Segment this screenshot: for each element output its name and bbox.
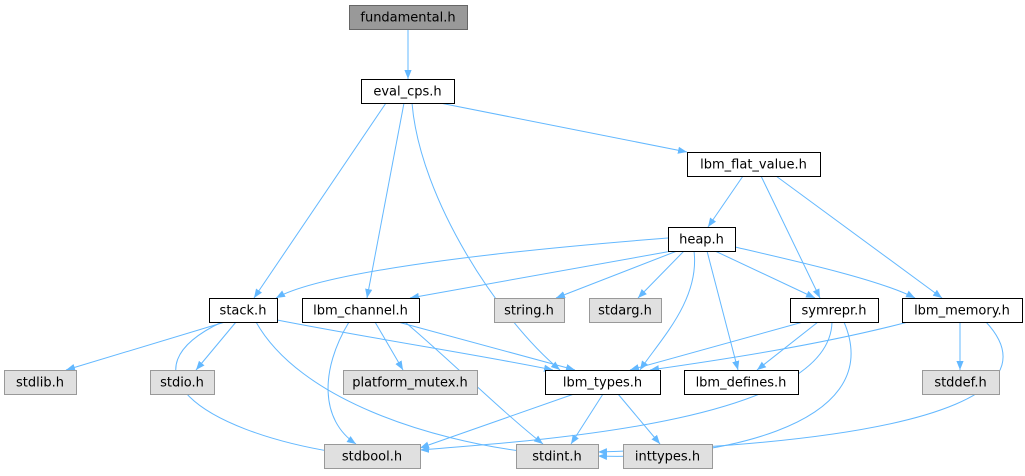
node-stdlib: stdlib.h bbox=[4, 370, 77, 395]
node-inttypes: inttypes.h bbox=[623, 444, 713, 469]
node-label: lbm_flat_value.h bbox=[700, 158, 807, 173]
node-label: lbm_channel.h bbox=[313, 304, 408, 319]
node-lbm_defines[interactable]: lbm_defines.h bbox=[684, 370, 799, 395]
node-box bbox=[150, 370, 215, 395]
node-lbm_channel[interactable]: lbm_channel.h bbox=[302, 298, 420, 323]
node-box bbox=[545, 370, 661, 395]
edge-heap-to-string bbox=[555, 250, 678, 299]
node-box bbox=[343, 370, 478, 395]
edge-heap-to-stack bbox=[275, 237, 669, 299]
node-box bbox=[790, 298, 879, 323]
nodes-layer: fundamental.h eval_cps.h lbm_flat_value.hh… bbox=[4, 5, 1023, 469]
node-box bbox=[623, 444, 713, 469]
edge-symrepr-to-lbm_defines bbox=[756, 321, 819, 371]
edge-heap-to-lbm_channel bbox=[409, 250, 673, 300]
node-heap[interactable]: heap.h bbox=[668, 227, 736, 252]
node-box bbox=[902, 298, 1023, 323]
edge-eval_cps-to-stack bbox=[253, 102, 387, 299]
edge-lbm_flat_value-to-heap bbox=[707, 175, 744, 228]
node-box bbox=[494, 298, 565, 323]
node-label: lbm_types.h bbox=[563, 376, 642, 391]
node-stack[interactable]: stack.h bbox=[209, 298, 278, 323]
node-box bbox=[668, 227, 736, 252]
edge-heap-to-symrepr bbox=[714, 250, 816, 299]
edge-stack-to-lbm_types bbox=[276, 319, 554, 372]
edge-lbm_types-to-stdbool bbox=[419, 393, 575, 449]
edge-stack-to-stdio bbox=[195, 321, 237, 371]
edge-heap-to-lbm_defines bbox=[706, 250, 740, 371]
node-box bbox=[684, 370, 799, 395]
node-label: stack.h bbox=[220, 304, 267, 319]
node-label: stdlib.h bbox=[16, 376, 64, 391]
node-lbm_types[interactable]: lbm_types.h bbox=[545, 370, 661, 395]
node-label: eval_cps.h bbox=[373, 85, 441, 100]
node-box bbox=[922, 370, 1000, 395]
node-fundamental[interactable]: fundamental.h bbox=[349, 5, 468, 30]
edge-heap-to-lbm_memory bbox=[734, 246, 916, 299]
edge-eval_cps-to-lbm_channel bbox=[365, 102, 405, 299]
node-box bbox=[324, 444, 421, 469]
node-label: string.h bbox=[504, 304, 554, 319]
node-box bbox=[516, 444, 599, 469]
node-eval_cps[interactable]: eval_cps.h bbox=[361, 79, 455, 104]
node-box bbox=[361, 79, 455, 104]
node-label: platform_mutex.h bbox=[352, 376, 468, 391]
node-stddef: stddef.h bbox=[922, 370, 1000, 395]
edge-lbm_flat_value-to-symrepr bbox=[760, 175, 821, 299]
edge-stack-to-stdint bbox=[255, 321, 529, 455]
node-lbm_flat_value[interactable]: lbm_flat_value.h bbox=[687, 152, 821, 177]
node-label: lbm_memory.h bbox=[914, 304, 1010, 319]
node-stdio: stdio.h bbox=[150, 370, 215, 395]
node-label: heap.h bbox=[679, 233, 724, 248]
node-string: string.h bbox=[494, 298, 565, 323]
edge-lbm_channel-to-platform_mutex bbox=[374, 321, 404, 371]
edge-lbm_types-to-inttypes bbox=[617, 393, 661, 445]
node-label: fundamental.h bbox=[360, 11, 455, 26]
node-label: stdint.h bbox=[532, 450, 581, 465]
node-stdarg: stdarg.h bbox=[589, 298, 662, 323]
edge-heap-to-lbm_types bbox=[639, 250, 696, 371]
node-box bbox=[209, 298, 278, 323]
node-label: stdbool.h bbox=[342, 450, 402, 465]
node-platform_mutex: platform_mutex.h bbox=[343, 370, 478, 395]
edge-heap-to-stdarg bbox=[637, 250, 685, 299]
node-lbm_memory[interactable]: lbm_memory.h bbox=[902, 298, 1023, 323]
node-label: lbm_defines.h bbox=[696, 376, 787, 391]
edge-stack-to-stdbool bbox=[175, 321, 335, 455]
edge-lbm_memory-to-stdint bbox=[597, 321, 1004, 456]
node-stdint: stdint.h bbox=[516, 444, 599, 469]
node-box bbox=[4, 370, 77, 395]
node-label: inttypes.h bbox=[635, 450, 700, 465]
edge-eval_cps-to-lbm_flat_value bbox=[439, 102, 688, 154]
node-label: stddef.h bbox=[934, 376, 986, 391]
node-label: stdarg.h bbox=[598, 304, 652, 319]
edge-lbm_channel-to-lbm_types bbox=[397, 321, 576, 372]
edge-lbm_flat_value-to-lbm_memory bbox=[775, 175, 943, 299]
node-label: symrepr.h bbox=[802, 304, 867, 319]
edge-symrepr-to-lbm_types bbox=[629, 321, 804, 372]
edge-lbm_types-to-stdint bbox=[570, 393, 604, 445]
edge-stack-to-stdlib bbox=[65, 321, 226, 371]
node-label: stdio.h bbox=[160, 376, 204, 391]
node-symrepr[interactable]: symrepr.h bbox=[790, 298, 879, 323]
edge-lbm_channel-to-stdbool bbox=[327, 321, 357, 445]
node-box bbox=[349, 5, 468, 30]
node-box bbox=[302, 298, 420, 323]
node-box bbox=[687, 152, 821, 177]
edge-lbm_memory-to-lbm_types bbox=[649, 321, 909, 373]
node-stdbool: stdbool.h bbox=[324, 444, 421, 469]
node-box bbox=[589, 298, 662, 323]
edge-symrepr-to-stdbool bbox=[419, 321, 833, 453]
edge-eval_cps-to-lbm_types bbox=[411, 102, 561, 371]
